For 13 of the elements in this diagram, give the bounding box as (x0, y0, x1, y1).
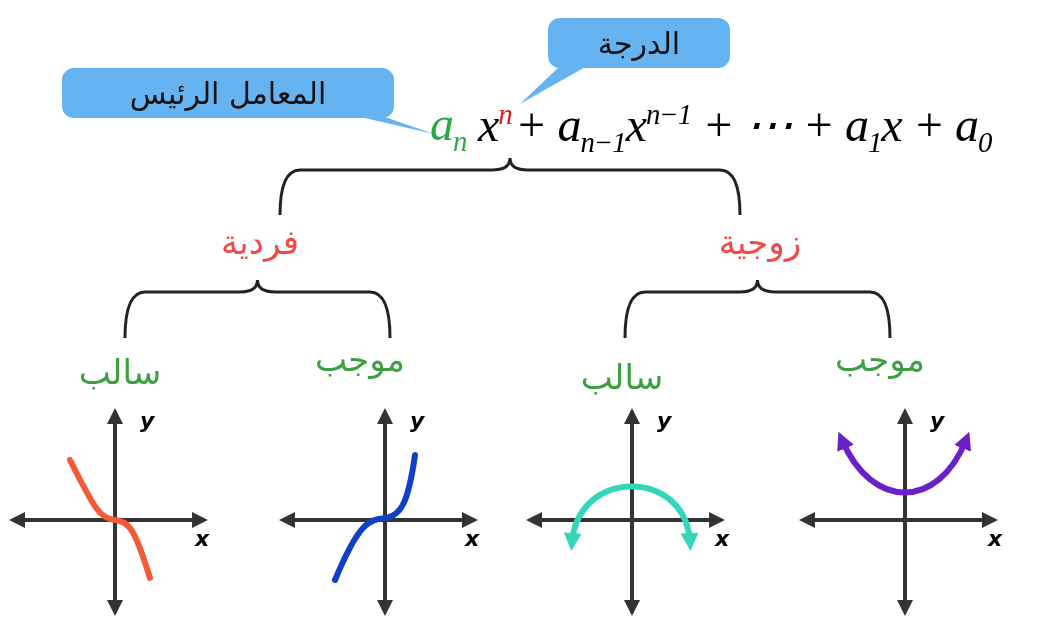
formula-expression: + a$_{n−1}$x$^{n−1}$ + ⋯ + a$_{1}$x + a$_{0}$ (515, 100, 992, 157)
axis-label: x (988, 528, 1003, 550)
axis-label: x (195, 528, 210, 550)
axis-label: x (465, 528, 480, 550)
sign-label: سالب (579, 360, 665, 394)
axis-label: y (657, 410, 672, 432)
axis-label: y (140, 410, 155, 432)
formula-term: x$^{n}$ (478, 100, 512, 149)
axis-label: y (410, 410, 425, 432)
sign-label: سالب (77, 355, 163, 389)
axis-label: x (715, 528, 730, 550)
formula-term: a$_{n}$ (430, 100, 467, 156)
axis-label: y (930, 410, 945, 432)
